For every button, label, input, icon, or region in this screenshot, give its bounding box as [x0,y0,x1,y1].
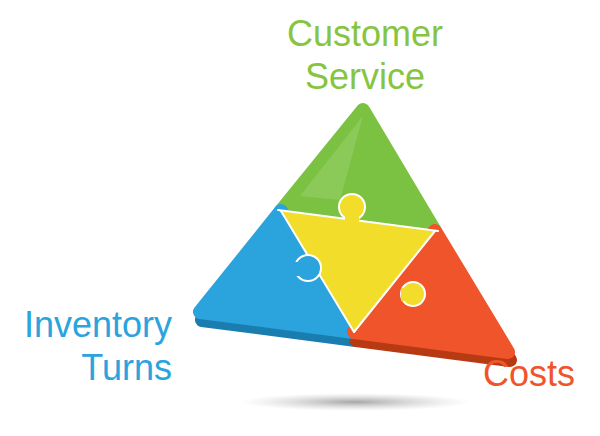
highlight [300,116,363,200]
label-text: Costs [470,352,588,395]
label-text: Inventory Turns [12,303,172,389]
piece-seams [278,210,438,332]
puzzle-knobs [294,194,425,306]
piece-faces [200,110,508,352]
drop-shadow [240,393,470,411]
label-text: Customer Service [275,12,455,98]
